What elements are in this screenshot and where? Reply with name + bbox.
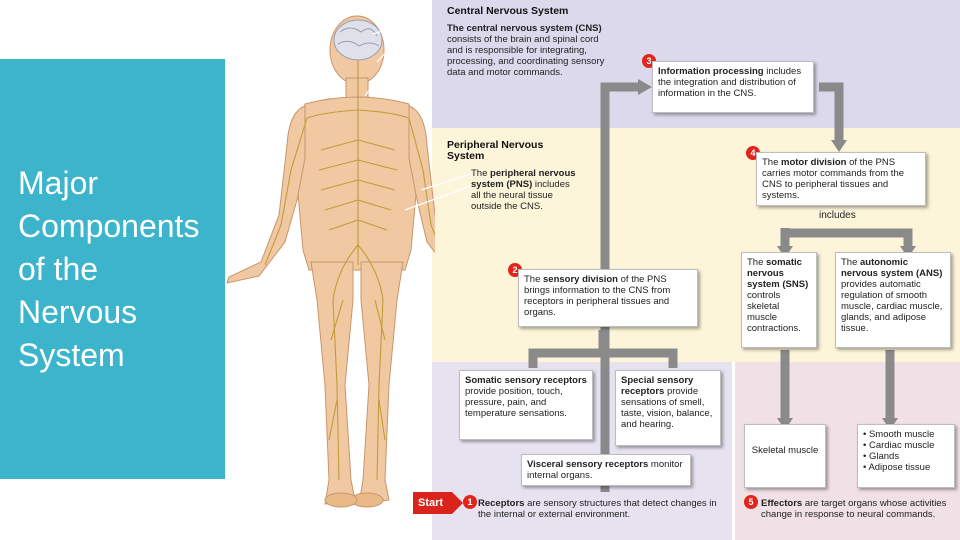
cns-term: The central nervous system (CNS)	[447, 23, 602, 34]
sensory-division-text-pre: The	[524, 274, 544, 285]
special-sensory-receptors-box: Special sensory receptors provide sensat…	[615, 370, 721, 446]
effector-target-smooth-muscle: • Smooth muscle	[863, 429, 935, 440]
autonomic-term: autonomic nervous system (ANS)	[841, 257, 943, 279]
slide-title-box	[0, 59, 225, 479]
somatic-term: somatic nervous system (SNS)	[747, 257, 809, 290]
visceral-sensory-receptors-box: Visceral sensory receptors monitor inter…	[521, 454, 691, 486]
autonomic-nervous-system-box: The autonomic nervous system (ANS) provi…	[835, 252, 951, 348]
pns-description: Peripheral Nervous System The peripheral…	[447, 139, 577, 213]
motor-division-box: The motor division of the PNS carries mo…	[756, 152, 926, 206]
start-flag: Start	[413, 492, 463, 514]
visceral-receptors-text: monitor internal organs.	[527, 459, 683, 481]
effector-target-cardiac-muscle: • Cardiac muscle	[863, 440, 935, 451]
visceral-receptors-term: Visceral sensory receptors	[527, 459, 649, 470]
receptors-description: Receptors are sensory structures that de…	[478, 498, 723, 520]
motor-division-term: motor division	[781, 157, 847, 168]
effector-target-glands: • Glands	[863, 451, 900, 462]
somatic-sensory-receptors-box: Somatic sensory receptors provide positi…	[459, 370, 593, 440]
cns-description: Central Nervous System The central nervo…	[447, 5, 617, 79]
effectors-description: Effectors are target organs whose activi…	[761, 498, 957, 520]
pns-text-pre: The	[471, 168, 491, 179]
step-5-badge: 5	[744, 495, 758, 509]
information-processing-text: includes the integration and distributio…	[658, 66, 802, 99]
human-nervous-system-illustration	[226, 15, 435, 508]
receptors-term: Receptors	[478, 498, 525, 509]
sensory-division-text: of the PNS brings information to the CNS…	[524, 274, 671, 318]
special-receptors-text: provide sensations of smell, taste, visi…	[621, 386, 713, 430]
includes-label: includes	[819, 210, 856, 221]
autonomic-text: provides automatic regulation of smooth …	[841, 279, 943, 334]
skeletal-muscle-box: Skeletal muscle	[744, 424, 826, 488]
somatic-nervous-system-box: The somatic nervous system (SNS) control…	[741, 252, 817, 348]
somatic-text-pre: The	[747, 257, 767, 268]
pns-term: peripheral nervous system (PNS)	[471, 168, 576, 190]
step-1-badge: 1	[463, 495, 477, 509]
information-processing-box: Information processing includes the inte…	[652, 61, 814, 113]
motor-division-text: of the PNS carries motor commands from t…	[762, 157, 905, 201]
effector-targets-box: • Smooth muscle • Cardiac muscle • Gland…	[857, 424, 955, 488]
motor-division-text-pre: The	[762, 157, 782, 168]
effectors-term: Effectors	[761, 498, 803, 509]
pns-heading: Peripheral Nervous System	[447, 139, 544, 162]
autonomic-text-pre: The	[841, 257, 861, 268]
information-processing-term: Information processing	[658, 66, 764, 77]
sensory-division-box: The sensory division of the PNS brings i…	[518, 269, 698, 327]
cns-heading: Central Nervous System	[447, 5, 569, 17]
somatic-text: controls skeletal muscle contractions.	[747, 290, 801, 334]
special-receptors-term: Special sensory receptors	[621, 375, 694, 397]
effector-target-adipose-tissue: • Adipose tissue	[863, 462, 931, 473]
flow-arrows	[364, 23, 916, 492]
slide-title: Major Components of the Nervous System	[18, 165, 200, 373]
somatic-receptors-term: Somatic sensory receptors	[465, 375, 587, 386]
effectors-text: are target organs whose activities chang…	[761, 498, 947, 520]
receptors-text: are sensory structures that detect chang…	[478, 498, 717, 520]
sensory-division-term: sensory division	[543, 274, 618, 285]
nervous-system-figure: Central Nervous System The central nervo…	[225, 0, 960, 540]
cns-text: consists of the brain and spinal cord an…	[447, 34, 605, 78]
pns-text: includes all the neural tissue outside t…	[471, 179, 570, 212]
somatic-receptors-text: provide position, touch, pressure, pain,…	[465, 386, 567, 419]
